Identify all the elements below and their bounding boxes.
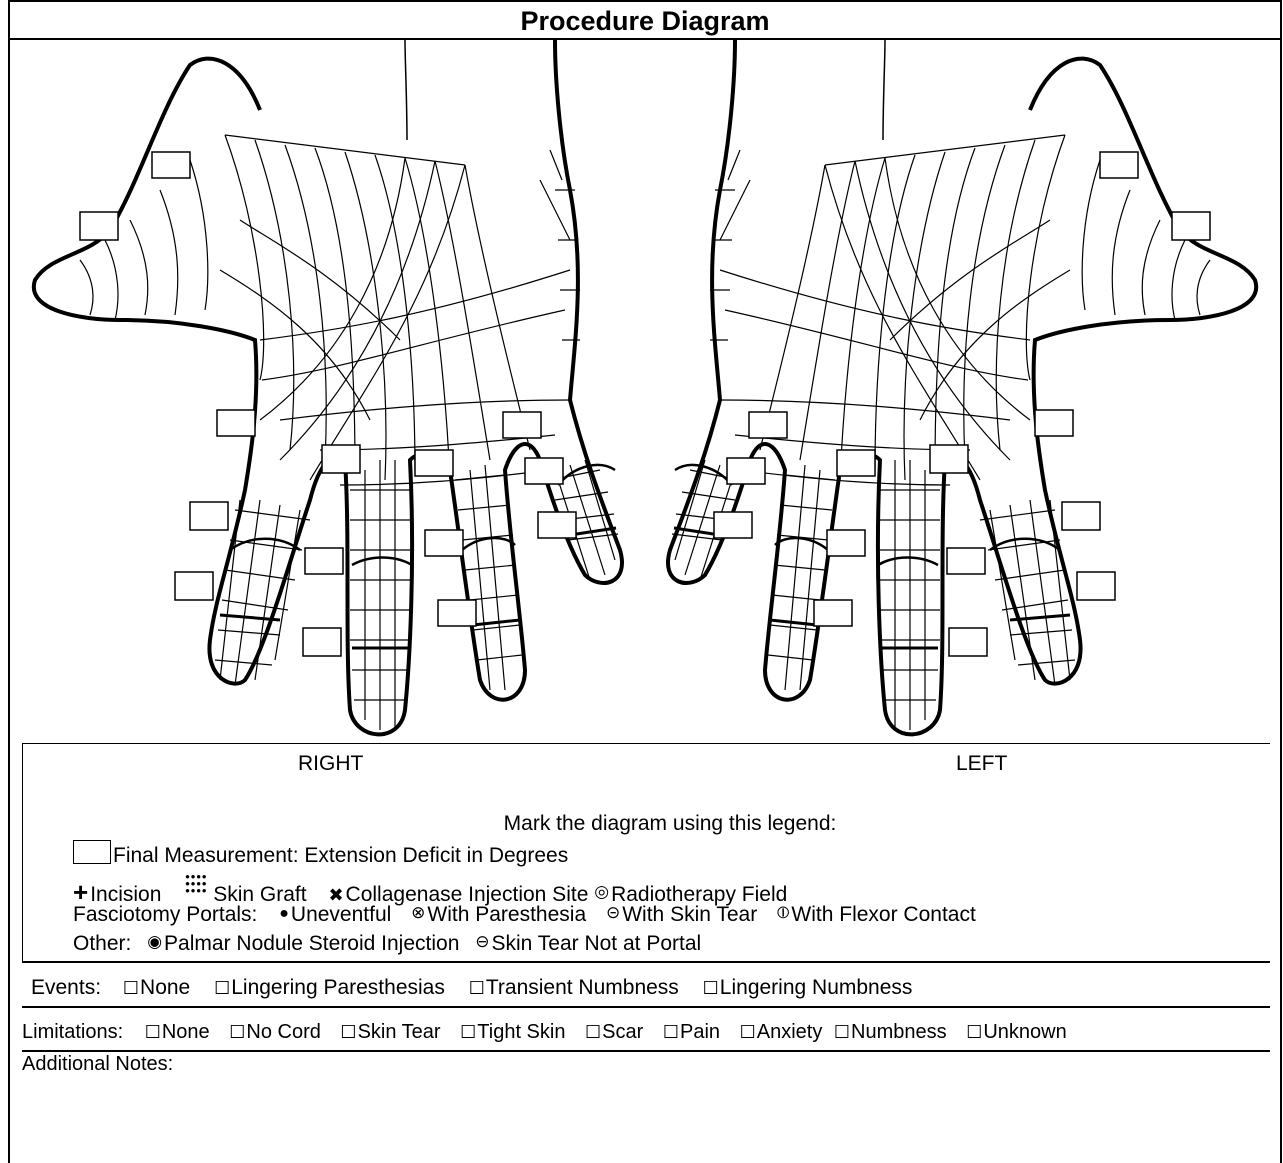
legend-final-measurement-text: Final Measurement: Extension Deficit in … — [113, 844, 568, 867]
legend-row-4: Other: ◉Palmar Nodule Steroid Injection … — [73, 932, 701, 956]
checkbox-icon: ☐ — [834, 1022, 850, 1043]
limitations-unknown-checkbox[interactable]: ☐Unknown — [966, 1021, 1067, 1044]
checkbox-icon: ☐ — [214, 978, 230, 999]
radiotherapy-icon: ◎ — [594, 882, 609, 902]
legend-intro: Mark the diagram using this legend: — [0, 812, 1283, 836]
events-lingering-paresthesias-checkbox[interactable]: ☐Lingering Paresthesias — [214, 976, 445, 1000]
skin-tear-portal-icon: ⊝ — [606, 903, 620, 923]
divider — [22, 961, 1270, 963]
limitations-anxiety-checkbox[interactable]: ☐Anxiety — [740, 1021, 823, 1044]
checkbox-icon: ☐ — [663, 1022, 679, 1043]
events-option-label: None — [140, 976, 190, 999]
checkbox-icon: ☐ — [469, 978, 485, 999]
limitations-pain-checkbox[interactable]: ☐Pain — [663, 1021, 720, 1044]
page-title: Procedure Diagram — [8, 0, 1282, 40]
events-lingering-numbness-checkbox[interactable]: ☐Lingering Numbness — [703, 976, 913, 1000]
uneventful-dot-icon: ● — [279, 905, 289, 923]
limitations-option-label: No Cord — [246, 1021, 320, 1043]
limitations-tight-skin-checkbox[interactable]: ☐Tight Skin — [460, 1021, 565, 1044]
events-option-label: Lingering Paresthesias — [231, 976, 445, 999]
right-hand-label: RIGHT — [298, 752, 363, 776]
limitations-option-label: Unknown — [983, 1021, 1066, 1043]
additional-notes-field[interactable] — [22, 1080, 1270, 1160]
hands-diagram — [10, 40, 1280, 745]
limitations-option-label: Numbness — [851, 1021, 947, 1043]
limitations-option-label: Skin Tear — [358, 1021, 441, 1043]
measurement-box-icon — [73, 840, 111, 864]
additional-notes-label: Additional Notes: — [22, 1053, 173, 1076]
legend-flexor: With Flexor Contact — [791, 903, 975, 926]
events-transient-numbness-checkbox[interactable]: ☐Transient Numbness — [469, 976, 679, 1000]
legend-final-measurement: Final Measurement: Extension Deficit in … — [73, 840, 568, 868]
limitations-none-checkbox[interactable]: ☐None — [145, 1021, 210, 1044]
limitations-numbness-checkbox[interactable]: ☐Numbness — [834, 1021, 947, 1044]
skin-tear-not-portal-icon: ⊖ — [475, 932, 489, 952]
legend-skin-tear: With Skin Tear — [622, 903, 757, 926]
fasciotomy-label: Fasciotomy Portals: — [73, 903, 257, 926]
legend-palmar-nodule: Palmar Nodule Steroid Injection — [164, 932, 459, 955]
limitations-option-label: Anxiety — [757, 1021, 823, 1043]
limitations-scar-checkbox[interactable]: ☐Scar — [585, 1021, 643, 1044]
checkbox-icon: ☐ — [585, 1022, 601, 1043]
limitations-no-cord-checkbox[interactable]: ☐No Cord — [229, 1021, 321, 1044]
paresthesia-icon: ⊗ — [411, 903, 425, 923]
events-label: Events: — [31, 976, 101, 999]
flexor-contact-icon: ⦶ — [777, 903, 789, 923]
legend-row-3: Fasciotomy Portals: ●Uneventful ⊗With Pa… — [73, 903, 976, 927]
events-option-label: Transient Numbness — [486, 976, 679, 999]
limitations-skin-tear-checkbox[interactable]: ☐Skin Tear — [340, 1021, 440, 1044]
limitations-option-label: Pain — [680, 1021, 720, 1043]
checkbox-icon: ☐ — [229, 1022, 245, 1043]
events-row: Events: ☐None ☐Lingering Paresthesias ☐T… — [31, 976, 930, 1000]
left-hand-label: LEFT — [956, 752, 1007, 776]
events-none-checkbox[interactable]: ☐None — [123, 976, 190, 1000]
events-option-label: Lingering Numbness — [720, 976, 913, 999]
divider — [22, 1006, 1270, 1008]
checkbox-icon: ☐ — [966, 1022, 982, 1043]
palmar-nodule-icon: ◉ — [147, 932, 162, 952]
checkbox-icon: ☐ — [340, 1022, 356, 1043]
legend-paresthesia: With Paresthesia — [427, 903, 586, 926]
checkbox-icon: ☐ — [460, 1022, 476, 1043]
divider — [22, 1050, 1270, 1052]
limitations-row: Limitations: ☐None ☐No Cord ☐Skin Tear ☐… — [22, 1021, 1067, 1044]
limitations-option-label: None — [162, 1021, 210, 1043]
limitations-label: Limitations: — [22, 1021, 123, 1043]
checkbox-icon: ☐ — [123, 978, 139, 999]
limitations-option-label: Tight Skin — [477, 1021, 565, 1043]
limitations-option-label: Scar — [602, 1021, 643, 1043]
checkbox-icon: ☐ — [740, 1022, 756, 1043]
checkbox-icon: ☐ — [145, 1022, 161, 1043]
legend-uneventful: Uneventful — [291, 903, 391, 926]
legend-skin-tear-not-portal: Skin Tear Not at Portal — [491, 932, 701, 955]
skin-graft-icon: •••••••••••• — [185, 873, 211, 894]
other-label: Other: — [73, 932, 131, 955]
checkbox-icon: ☐ — [703, 978, 719, 999]
